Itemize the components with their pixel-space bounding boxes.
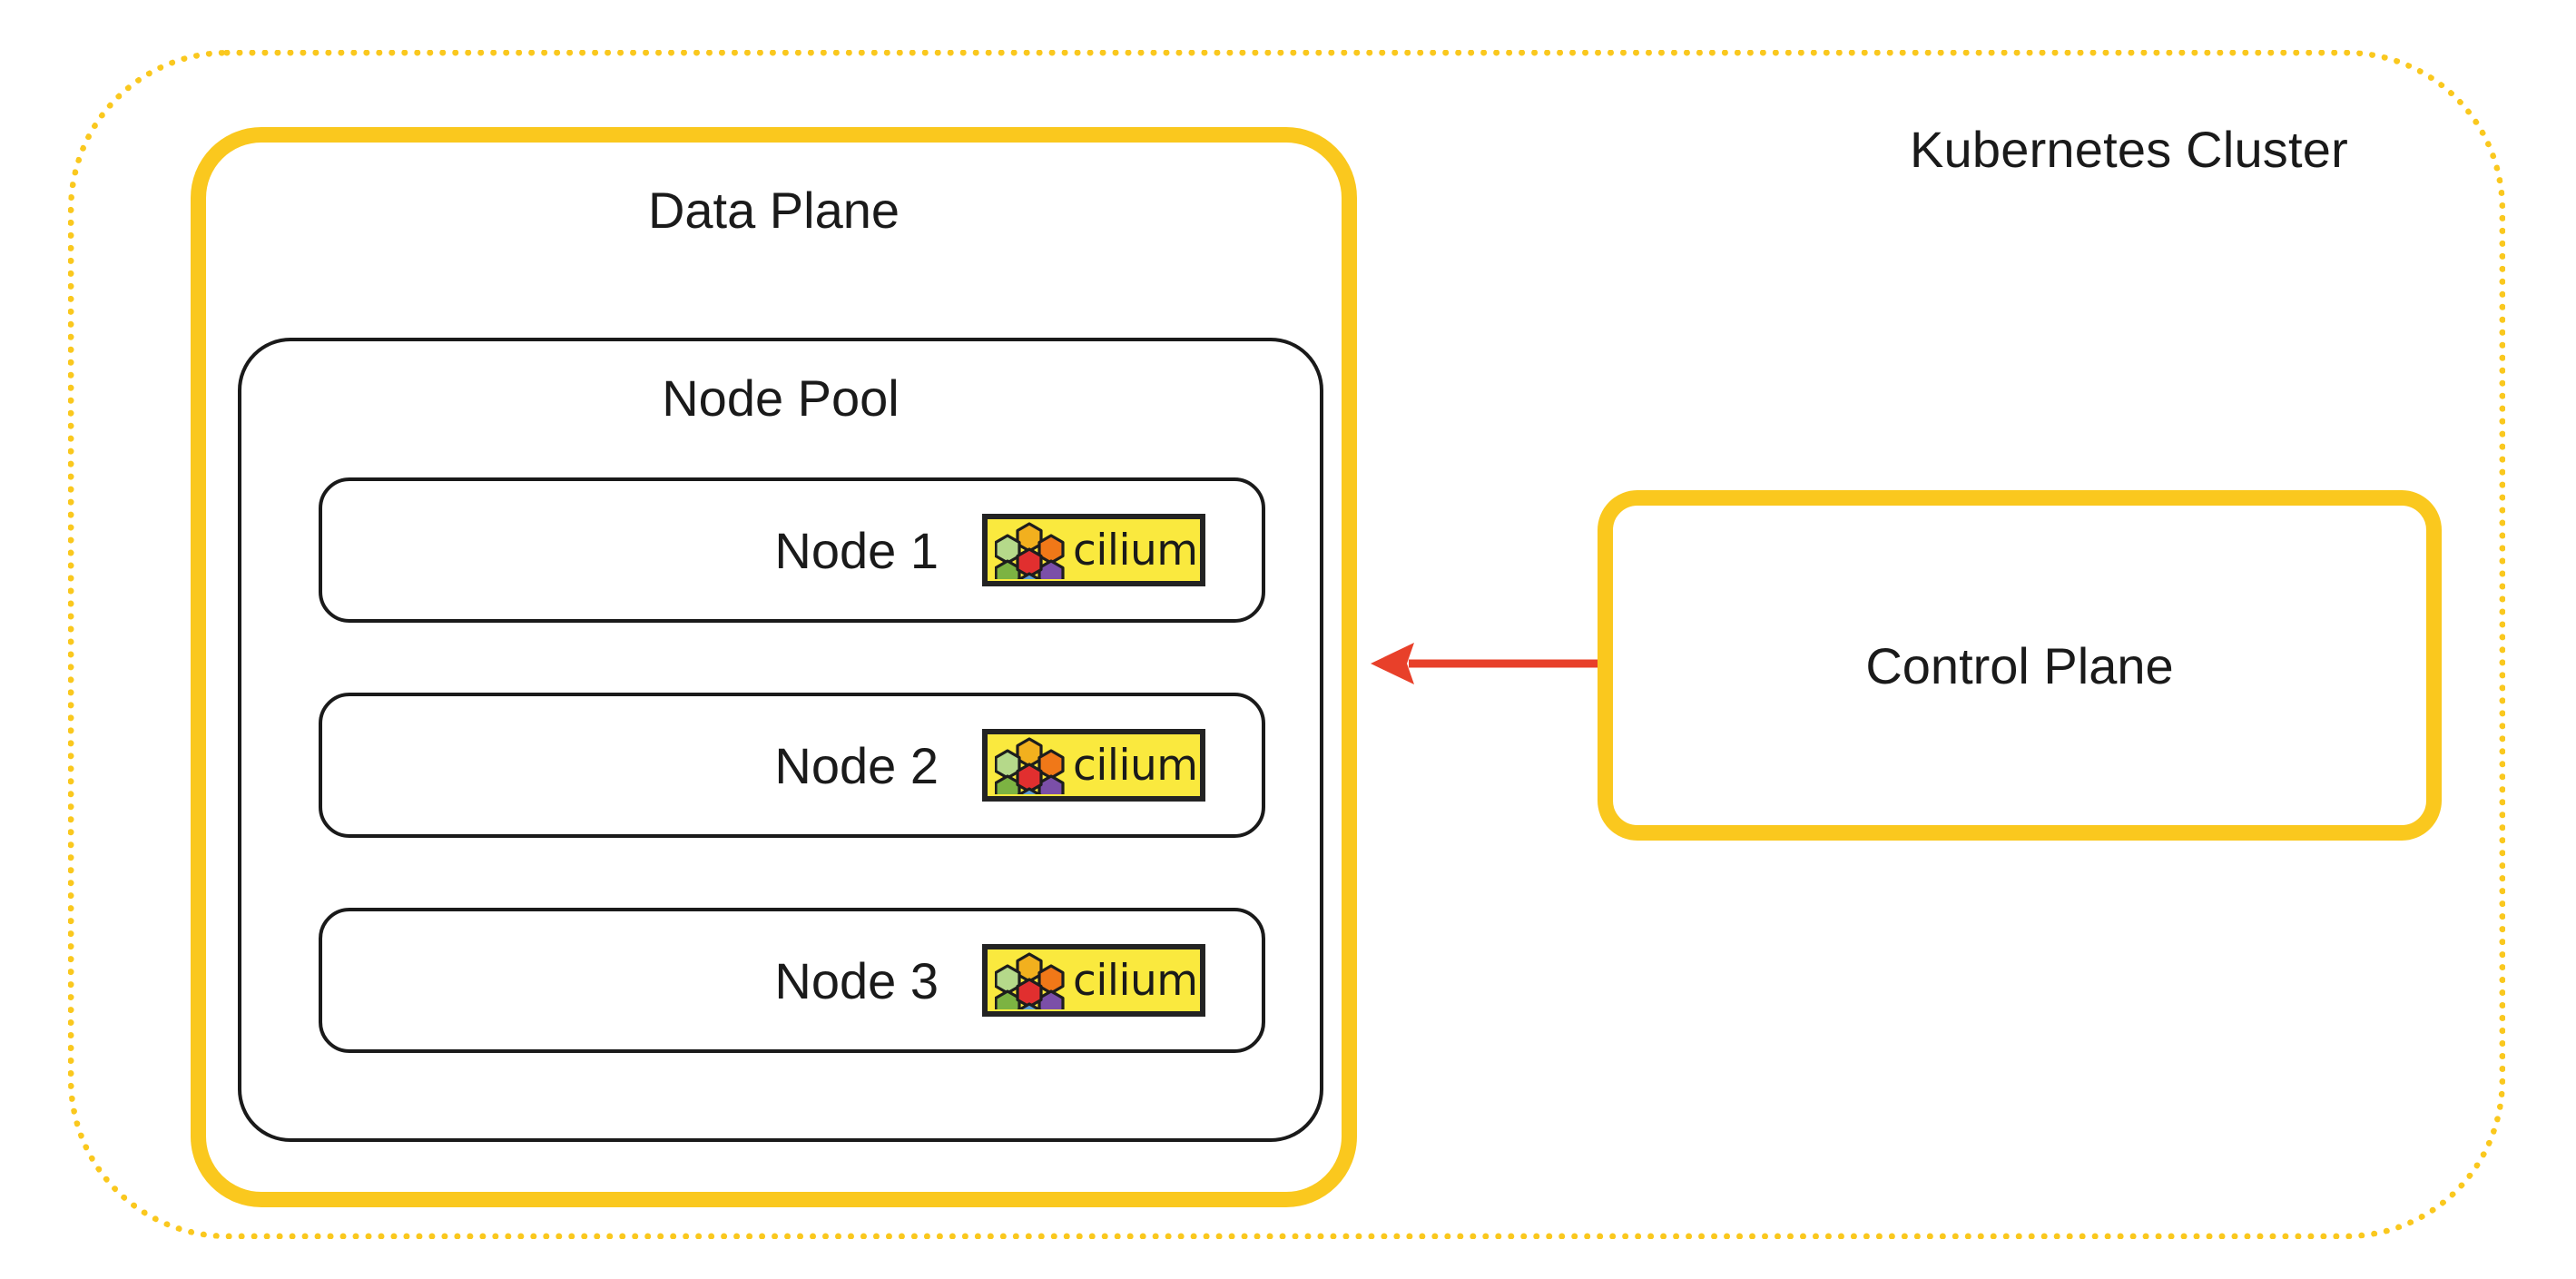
cilium-wordmark: cilium: [1073, 955, 1198, 1006]
kubernetes-cluster-boundary: [68, 50, 2505, 1239]
cilium-hex-logo-icon: [995, 522, 1065, 579]
kubernetes-cluster-label: Kubernetes Cluster: [1910, 121, 2348, 178]
node-label: Node 1: [774, 521, 939, 579]
node-pool-label: Node Pool: [662, 369, 900, 427]
cilium-hex-logo-icon: [995, 737, 1065, 794]
data-plane-label: Data Plane: [647, 182, 900, 239]
node-list: Node 1: [319, 477, 1265, 1053]
node-box[interactable]: Node 3: [319, 908, 1265, 1053]
cilium-badge: cilium: [982, 729, 1205, 802]
node-label: Node 3: [774, 951, 939, 1009]
cilium-badge: cilium: [982, 944, 1205, 1017]
cilium-hex-logo-icon: [995, 952, 1065, 1009]
cilium-wordmark: cilium: [1073, 740, 1198, 791]
node-box[interactable]: Node 2: [319, 693, 1265, 838]
control-plane-container: Control Plane: [1598, 490, 2442, 841]
cilium-wordmark: cilium: [1073, 525, 1198, 576]
cilium-badge: cilium: [982, 514, 1205, 586]
node-label: Node 2: [774, 736, 939, 794]
data-plane-container: Data Plane Node Pool Node 1: [191, 127, 1357, 1207]
control-plane-label: Control Plane: [1865, 636, 2174, 694]
node-box[interactable]: Node 1: [319, 477, 1265, 623]
control-to-data-arrow: [1371, 643, 1603, 684]
node-pool-container: Node Pool Node 1: [238, 338, 1323, 1142]
